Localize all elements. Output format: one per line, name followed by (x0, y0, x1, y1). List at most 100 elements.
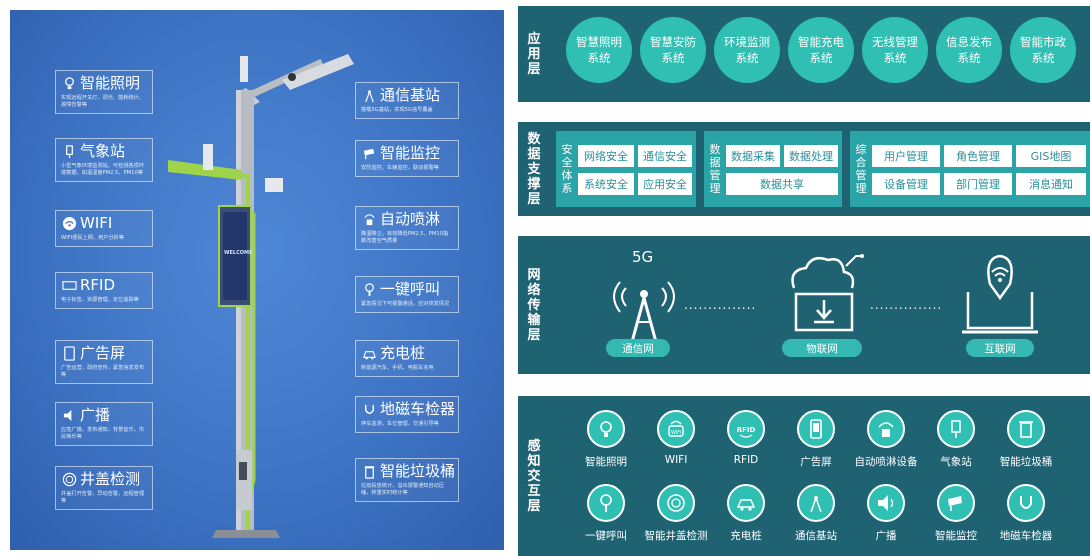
data-group-integrated-management: 综合管理 用户管理 角色管理 GIS地图 设备管理 部门管理 消息通知 (850, 131, 1090, 207)
data-group-security: 安全体系 网络安全 通信安全 系统安全 应用安全 (556, 131, 696, 207)
layer-title: 应用层 (527, 31, 541, 77)
node-internet (954, 248, 1044, 338)
connector-dots: ............... (870, 298, 943, 312)
rfid-icon: RFID (727, 410, 765, 448)
smart-pole-graphic (167, 54, 354, 538)
rfid-icon (61, 278, 77, 294)
cell-tower-icon (613, 281, 675, 343)
manhole-icon (657, 484, 695, 522)
app-system-municipal: 智能市政系统 (1010, 17, 1076, 83)
network-label-internet: 互联网 (966, 339, 1034, 357)
charger-icon (361, 346, 377, 362)
data-box: 通信安全 (638, 145, 692, 167)
app-system-lighting: 智慧照明系统 (566, 17, 632, 83)
data-box: 设备管理 (872, 173, 940, 195)
data-group-data-management: 数据管理 数据采集 数据处理 数据共享 (704, 131, 842, 207)
bulb-icon (587, 410, 625, 448)
ad-screen-icon (61, 346, 77, 362)
device-item: RFID RFID (710, 410, 782, 466)
app-system-charging: 智能充电系统 (788, 17, 854, 83)
app-system-environment: 环境监测系统 (714, 17, 780, 83)
trash-icon (1007, 410, 1045, 448)
node-iot (776, 248, 866, 338)
manhole-icon (61, 472, 77, 488)
feature-card-geomagnetic: 地磁车检器 停车监测，车位管理，交通引导等 (355, 396, 459, 433)
feature-card-broadcast: 广播 应急广播，发布通知，背景音乐，市民娱乐等 (55, 402, 153, 446)
layer-title: 网络传输层 (527, 267, 541, 343)
device-item: 地磁车检器 (990, 484, 1062, 543)
antenna-icon (361, 88, 377, 104)
speaker-icon (61, 408, 77, 424)
charger-icon (727, 484, 765, 522)
trash-icon (361, 464, 377, 480)
cloud-download-icon (791, 254, 864, 332)
magnet-car-icon (1007, 484, 1045, 522)
badge-5g: 5G (632, 248, 654, 266)
speaker-icon (867, 484, 905, 522)
device-item: 智能垃圾桶 (990, 410, 1062, 469)
perception-layer: 感知交互层 智能照明 WiFi WIFI RFID RFID 广告屏 自动喷淋设… (518, 396, 1090, 556)
device-item: 广播 (850, 484, 922, 543)
app-system-info-release: 信息发布系统 (936, 17, 1002, 83)
device-item: 充电桩 (710, 484, 782, 543)
network-label-telecom: 通信网 (606, 339, 670, 357)
call-button-icon (361, 282, 377, 298)
device-item: 气象站 (920, 410, 992, 469)
device-item: 智能监控 (920, 484, 992, 543)
feature-card-lighting: 智能照明 实现远程开关灯、调光、能耗统计、故障告警等 (55, 70, 153, 114)
data-box: 数据处理 (784, 145, 838, 167)
data-box: 消息通知 (1016, 173, 1086, 195)
wifi-icon (61, 216, 77, 232)
data-box: 数据采集 (726, 145, 780, 167)
layer-title: 感知交互层 (527, 438, 541, 514)
feature-card-wifi: WIFI WIFI便民上网，用户分析等 (55, 210, 153, 247)
wifi-icon: WiFi (657, 410, 695, 448)
network-layer: 网络传输层 5G 通信网 ............... 物联网 .......… (518, 236, 1090, 374)
data-box: GIS地图 (1016, 145, 1086, 167)
data-box: 系统安全 (578, 173, 634, 195)
device-item: 广告屏 (780, 410, 852, 469)
data-box: 应用安全 (638, 173, 692, 195)
bulb-icon (61, 76, 77, 92)
data-box: 部门管理 (944, 173, 1012, 195)
data-box: 角色管理 (944, 145, 1012, 167)
laptop-wifi-icon (962, 254, 1038, 334)
sprinkler-icon (361, 212, 377, 228)
feature-card-trash-bin: 智能垃圾桶 垃圾投放统计，溢出报警通知自动压缩，称重实时统计等 (355, 458, 459, 502)
application-layer: 应用层 智慧照明系统 智慧安防系统 环境监测系统 智能充电系统 无线管理系统 信… (518, 6, 1090, 102)
feature-card-base-station: 通信基站 搭载5G基站，实现5G信号覆盖 (355, 82, 459, 119)
feature-card-manhole: 井盖检测 井盖打开告警，异动告警，远程管理等 (55, 466, 153, 510)
sprinkler-icon (867, 410, 905, 448)
feature-card-monitoring: 智能监控 安防监控，车辆监控，联动报警等 (355, 140, 459, 177)
data-box: 数据共享 (726, 173, 838, 195)
connector-dots: ............... (684, 298, 757, 312)
camera-icon (361, 146, 377, 162)
weather-station-icon (61, 144, 77, 160)
network-label-iot: 物联网 (782, 339, 862, 357)
device-item: WiFi WIFI (640, 410, 712, 466)
device-item: 一键呼叫 (570, 484, 642, 543)
smart-pole-illustration: WELCOME 智能照明 实现远程开关灯、调光、能耗统计、故障告警等 气象站 小… (10, 10, 504, 550)
camera-icon (937, 484, 975, 522)
call-button-icon (587, 484, 625, 522)
layer-title: 数据支撑层 (527, 131, 541, 207)
data-support-layer: 数据支撑层 安全体系 网络安全 通信安全 系统安全 应用安全 数据管理 数据采集… (518, 122, 1090, 216)
feature-card-weather: 气象站 小型气象环境监测站，可检测各项环境数据，如温湿度PM2.5、PM10等 (55, 138, 153, 182)
feature-card-charger: 充电桩 新能源汽车、手机、电瓶车充电 (355, 340, 459, 377)
pole-screen-text: WELCOME (224, 250, 253, 256)
device-item: 自动喷淋设备 (850, 410, 922, 469)
feature-card-sprinkler: 自动喷淋 降温降尘，有效降低PM2.5、PM10指数改善空气质量 (355, 206, 459, 250)
data-box: 网络安全 (578, 145, 634, 167)
svg-text:RFID: RFID (737, 426, 756, 434)
magnet-car-icon (361, 402, 377, 418)
device-item: 智能井盖检测 (640, 484, 712, 543)
ad-screen-icon (797, 410, 835, 448)
app-system-security: 智慧安防系统 (640, 17, 706, 83)
device-item: 智能照明 (570, 410, 642, 469)
weather-station-icon (937, 410, 975, 448)
feature-card-rfid: RFID 电子标签，资源管理，定位追踪等 (55, 272, 153, 309)
feature-card-ad-screen: 广告屏 广告运营，政府宣传，紧急信息发布等 (55, 340, 153, 384)
device-item: 通信基站 (780, 484, 852, 543)
node-telecom: 5G (604, 248, 684, 368)
svg-text:WiFi: WiFi (671, 430, 681, 436)
